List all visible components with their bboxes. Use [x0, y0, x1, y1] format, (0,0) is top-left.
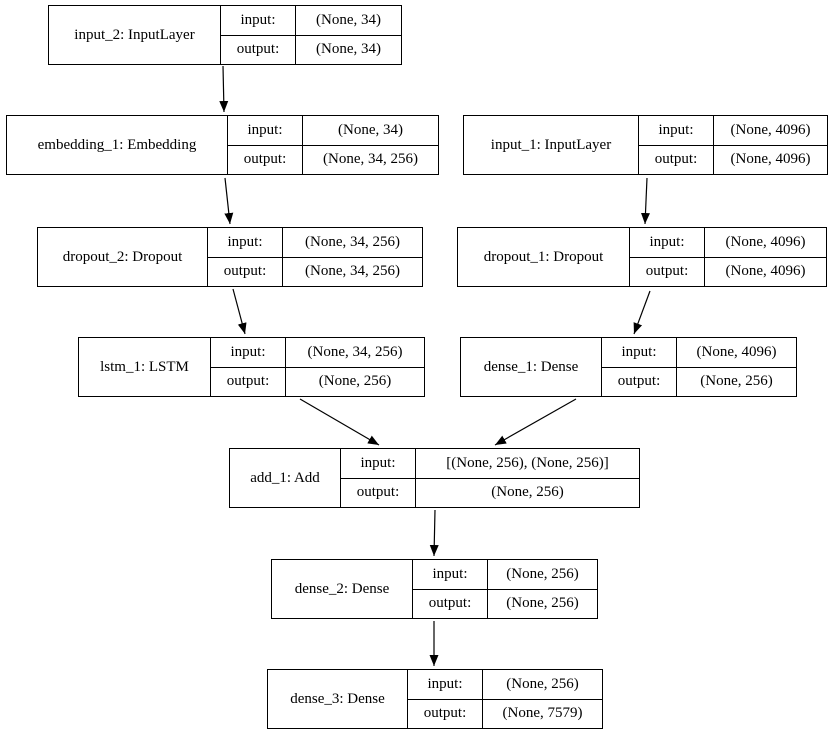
- layer-title: input_1: InputLayer: [464, 116, 639, 174]
- input-shape: (None, 34, 256): [305, 233, 400, 250]
- output-label: output:: [630, 257, 705, 286]
- input-shape: (None, 34): [316, 11, 381, 28]
- input-label: input:: [221, 6, 296, 35]
- layer-node-input_2: input_2: InputLayer input: (None, 34) ou…: [48, 5, 402, 65]
- output-shape: (None, 256): [700, 373, 773, 390]
- input-label: input:: [228, 116, 303, 145]
- edge-lstm_1-add_1: [299, 398, 380, 446]
- layer-node-lstm_1: lstm_1: LSTM input: (None, 34, 256) outp…: [78, 337, 425, 397]
- output-label: output:: [211, 367, 286, 396]
- output-label: output:: [221, 35, 296, 64]
- layer-node-dense_2: dense_2: Dense input: (None, 256) output…: [271, 559, 598, 619]
- layer-title: add_1: Add: [230, 449, 341, 507]
- layer-title: dense_3: Dense: [268, 670, 408, 728]
- layer-title: input_2: InputLayer: [49, 6, 221, 64]
- layer-node-dense_3: dense_3: Dense input: (None, 256) output…: [267, 669, 603, 729]
- layer-title: dense_2: Dense: [272, 560, 413, 618]
- output-shape: (None, 34, 256): [323, 151, 418, 168]
- input-label: input:: [211, 338, 286, 367]
- input-label: input:: [630, 228, 705, 257]
- edge-dense_1-add_1: [494, 398, 577, 446]
- output-shape: (None, 256): [318, 373, 392, 390]
- edge-input_2-embedding_1: [219, 65, 229, 113]
- input-shape: (None, 4096): [730, 121, 811, 138]
- input-shape: (None, 34, 256): [307, 343, 403, 360]
- output-shape: (None, 256): [491, 484, 564, 501]
- output-label: output:: [602, 367, 677, 396]
- input-shape: (None, 4096): [725, 233, 806, 250]
- input-label: input:: [208, 228, 283, 257]
- input-shape: (None, 256): [506, 675, 579, 692]
- output-label: output:: [208, 257, 283, 286]
- layer-node-input_1: input_1: InputLayer input: (None, 4096) …: [463, 115, 828, 175]
- input-shape: (None, 34): [338, 121, 403, 138]
- input-label: input:: [408, 670, 483, 699]
- output-shape: (None, 34, 256): [305, 263, 400, 280]
- layer-node-dense_1: dense_1: Dense input: (None, 4096) outpu…: [460, 337, 797, 397]
- layer-node-add_1: add_1: Add input: [(None, 256), (None, 2…: [229, 448, 640, 508]
- layer-title: dense_1: Dense: [461, 338, 602, 396]
- output-shape: (None, 34): [316, 41, 381, 58]
- edge-embedding_1-dropout_2: [224, 177, 234, 225]
- edge-add_1-dense_2: [429, 509, 439, 557]
- input-shape: [(None, 256), (None, 256)]: [446, 454, 609, 471]
- layer-title: embedding_1: Embedding: [7, 116, 228, 174]
- output-shape: (None, 4096): [730, 151, 811, 168]
- input-shape: (None, 4096): [696, 343, 777, 360]
- edge-dropout_1-dense_1: [633, 290, 651, 335]
- input-label: input:: [639, 116, 714, 145]
- layer-node-dropout_2: dropout_2: Dropout input: (None, 34, 256…: [37, 227, 423, 287]
- output-shape: (None, 256): [506, 595, 579, 612]
- output-shape: (None, 4096): [725, 263, 806, 280]
- layer-title: lstm_1: LSTM: [79, 338, 211, 396]
- output-label: output:: [341, 478, 416, 507]
- output-label: output:: [413, 589, 488, 618]
- edge-input_1-dropout_1: [640, 177, 650, 225]
- layer-node-dropout_1: dropout_1: Dropout input: (None, 4096) o…: [457, 227, 827, 287]
- layer-title: dropout_1: Dropout: [458, 228, 630, 286]
- input-label: input:: [602, 338, 677, 367]
- layer-title: dropout_2: Dropout: [38, 228, 208, 286]
- output-label: output:: [408, 699, 483, 728]
- input-shape: (None, 256): [506, 565, 579, 582]
- layer-node-embedding_1: embedding_1: Embedding input: (None, 34)…: [6, 115, 439, 175]
- input-label: input:: [413, 560, 488, 589]
- output-label: output:: [228, 145, 303, 174]
- output-label: output:: [639, 145, 714, 174]
- output-shape: (None, 7579): [502, 705, 583, 722]
- edge-dropout_2-lstm_1: [232, 288, 247, 335]
- input-label: input:: [341, 449, 416, 478]
